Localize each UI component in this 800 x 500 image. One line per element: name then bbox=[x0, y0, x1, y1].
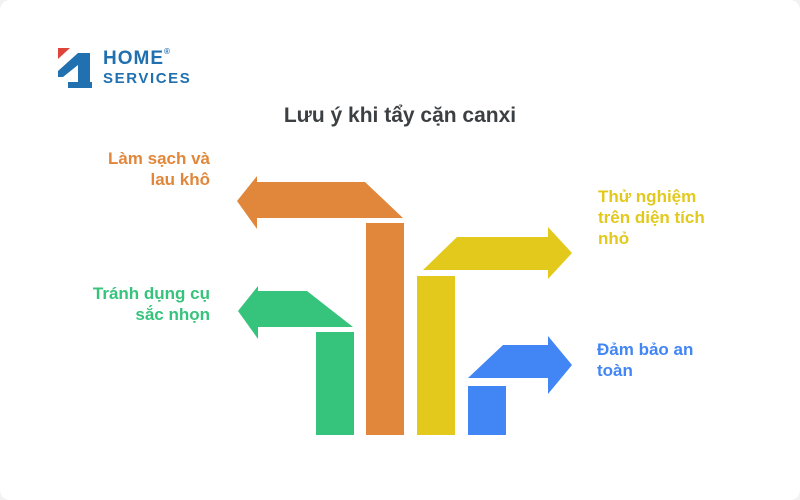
home-services-logo: HOME® SERVICES bbox=[56, 46, 191, 88]
home-services-logo-icon bbox=[58, 48, 92, 88]
label-line: sắc nhọn bbox=[135, 305, 210, 324]
label-dam-bao-an-toan: Đảm bảo an toàn bbox=[597, 339, 737, 381]
label-line: Thử nghiệm bbox=[598, 187, 697, 206]
logo-text: HOME® SERVICES bbox=[103, 46, 192, 87]
arrow-bar-left-green bbox=[238, 286, 353, 339]
arrow-bar-right-yellow bbox=[423, 227, 572, 279]
arrow-dam-bao-an-toan bbox=[468, 336, 572, 435]
logo-home-word: HOME bbox=[103, 48, 164, 69]
arrow-thu-nghiem bbox=[417, 227, 572, 435]
arrow-column-orange bbox=[366, 223, 404, 435]
page-title: Lưu ý khi tẩy cặn canxi bbox=[283, 104, 517, 127]
label-lam-sach-va-lau-kho: Làm sạch và lau khô bbox=[55, 148, 210, 190]
arrow-column-yellow bbox=[417, 276, 455, 435]
label-tranh-dung-cu: Tránh dụng cụ sắc nhọn bbox=[55, 283, 210, 325]
label-line: nhỏ bbox=[598, 229, 630, 248]
label-line: Đảm bảo an bbox=[597, 340, 694, 359]
label-line: lau khô bbox=[150, 170, 210, 189]
label-line: trên diện tích bbox=[598, 208, 705, 227]
arrow-bar-left-orange bbox=[237, 176, 403, 229]
arrow-tranh-dung-cu bbox=[238, 286, 354, 435]
registered-mark: ® bbox=[164, 47, 171, 56]
arrow-lam-sach-va-lau-kho bbox=[237, 176, 404, 435]
label-line: toàn bbox=[597, 361, 633, 380]
arrow-bar-right-blue bbox=[468, 336, 572, 394]
logo-home-text: HOME® bbox=[103, 47, 191, 69]
arrow-column-green bbox=[316, 332, 354, 435]
label-thu-nghiem: Thử nghiệm trên diện tích nhỏ bbox=[598, 186, 738, 249]
label-line: Làm sạch và bbox=[107, 149, 210, 168]
arrow-column-blue bbox=[468, 386, 506, 435]
logo-services-text: SERVICES bbox=[103, 70, 192, 87]
label-line: Tránh dụng cụ bbox=[92, 284, 210, 303]
